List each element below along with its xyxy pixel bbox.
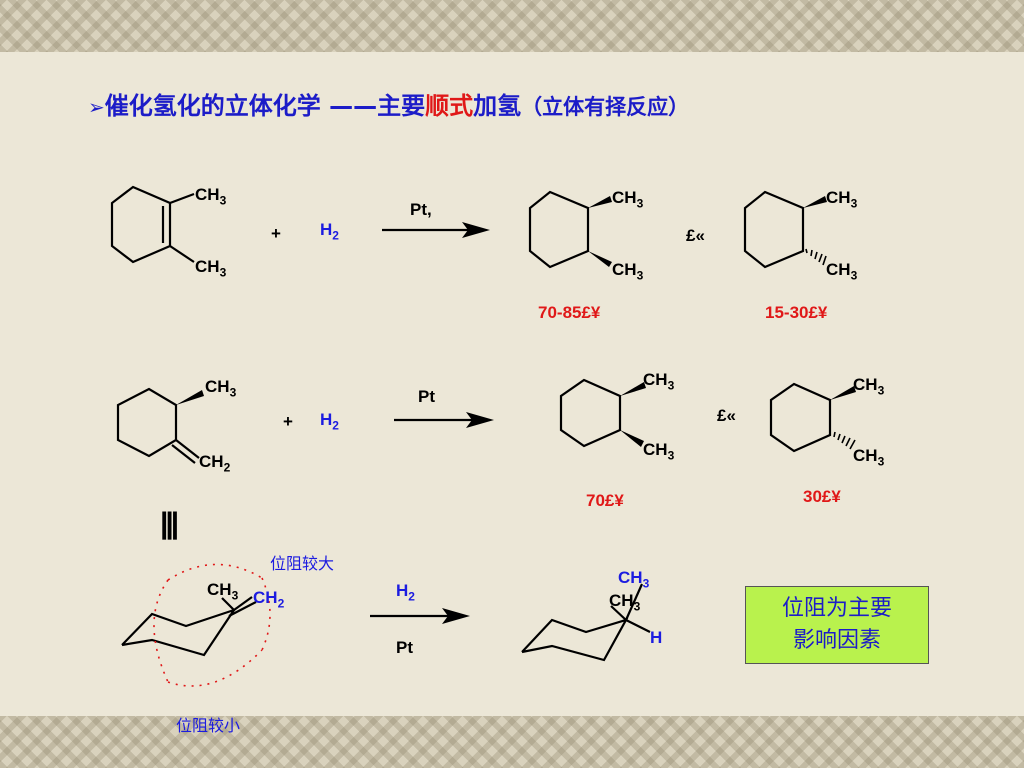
ch3-label: CH3 <box>205 377 237 400</box>
wedge-bond <box>803 196 827 208</box>
catalyst-label: Pt, <box>410 200 432 219</box>
h-label: H <box>650 628 663 647</box>
equivalence-symbol: ||| <box>160 507 179 540</box>
conclusion-line2: 影响因素 <box>792 628 881 653</box>
yield-cis-2: 70£¥ <box>586 491 624 510</box>
cyclohexane-ring-cis-2 <box>559 378 622 448</box>
conclusion-line1: 位阻为主要 <box>781 596 892 621</box>
steric-small-note: 位阻较小 <box>176 716 241 735</box>
yield-trans-2: 30£¥ <box>803 487 841 506</box>
ch3-label: CH3 <box>643 370 675 393</box>
plus-sign: + <box>283 412 293 431</box>
cyclohexane-ring-cis-1 <box>528 190 590 269</box>
ch3-label-blue: CH3 <box>618 568 650 591</box>
plus-sign: + <box>271 224 281 243</box>
methylenecyclohexane-ring <box>116 387 178 458</box>
separator-label: £« <box>717 406 736 425</box>
decorative-border-bottom <box>0 716 1024 768</box>
cyclohexane-ring-trans-1 <box>743 190 805 269</box>
separator-label: £« <box>686 226 705 245</box>
ch3-label: CH3 <box>612 188 644 211</box>
cyclohexane-ring-trans-2 <box>769 382 832 453</box>
ch2-label: CH2 <box>199 452 231 475</box>
chair-reactant <box>121 607 237 657</box>
steric-arc-small <box>167 649 263 687</box>
h2-reagent: H2 <box>396 581 415 604</box>
chair-product <box>521 618 629 662</box>
catalyst-label: Pt <box>418 387 435 406</box>
ch3-label: CH3 <box>195 185 227 208</box>
ch3-label: CH3 <box>195 257 227 280</box>
wedge-bond <box>620 430 644 447</box>
cyclohexene-ring <box>110 185 172 264</box>
ch2-label: CH2 <box>253 588 285 611</box>
ch3-label: CH3 <box>643 440 675 463</box>
h2-reagent: H2 <box>320 410 339 433</box>
catalyst-label: Pt <box>396 638 413 657</box>
ch3-label: CH3 <box>853 446 885 469</box>
ch3-label: CH3 <box>826 188 858 211</box>
yield-cis-1: 70-85£¥ <box>538 303 601 322</box>
wedge-bond <box>830 386 856 400</box>
yield-trans-1: 15-30£¥ <box>765 303 828 322</box>
ch3-label: CH3 <box>853 375 885 398</box>
ch3-label: CH3 <box>609 591 641 614</box>
wedge-bond <box>588 196 612 208</box>
page-title: ➢催化氢化的立体化学 ——主要顺式加氢（立体有择反应） <box>88 92 690 120</box>
ch3-label: CH3 <box>612 260 644 283</box>
ch3-label: CH3 <box>207 580 239 603</box>
ch3-label: CH3 <box>826 260 858 283</box>
conclusion-box: 位阻为主要 影响因素 <box>745 586 929 664</box>
wedge-bond <box>176 390 204 405</box>
arrow-bullet-icon: ➢ <box>88 95 105 119</box>
h2-reagent: H2 <box>320 220 339 243</box>
steric-arc-large <box>167 563 263 581</box>
wedge-bond <box>620 382 646 396</box>
decorative-border-top <box>0 0 1024 52</box>
steric-large-note: 位阻较大 <box>270 554 335 573</box>
wedge-bond <box>588 251 612 267</box>
